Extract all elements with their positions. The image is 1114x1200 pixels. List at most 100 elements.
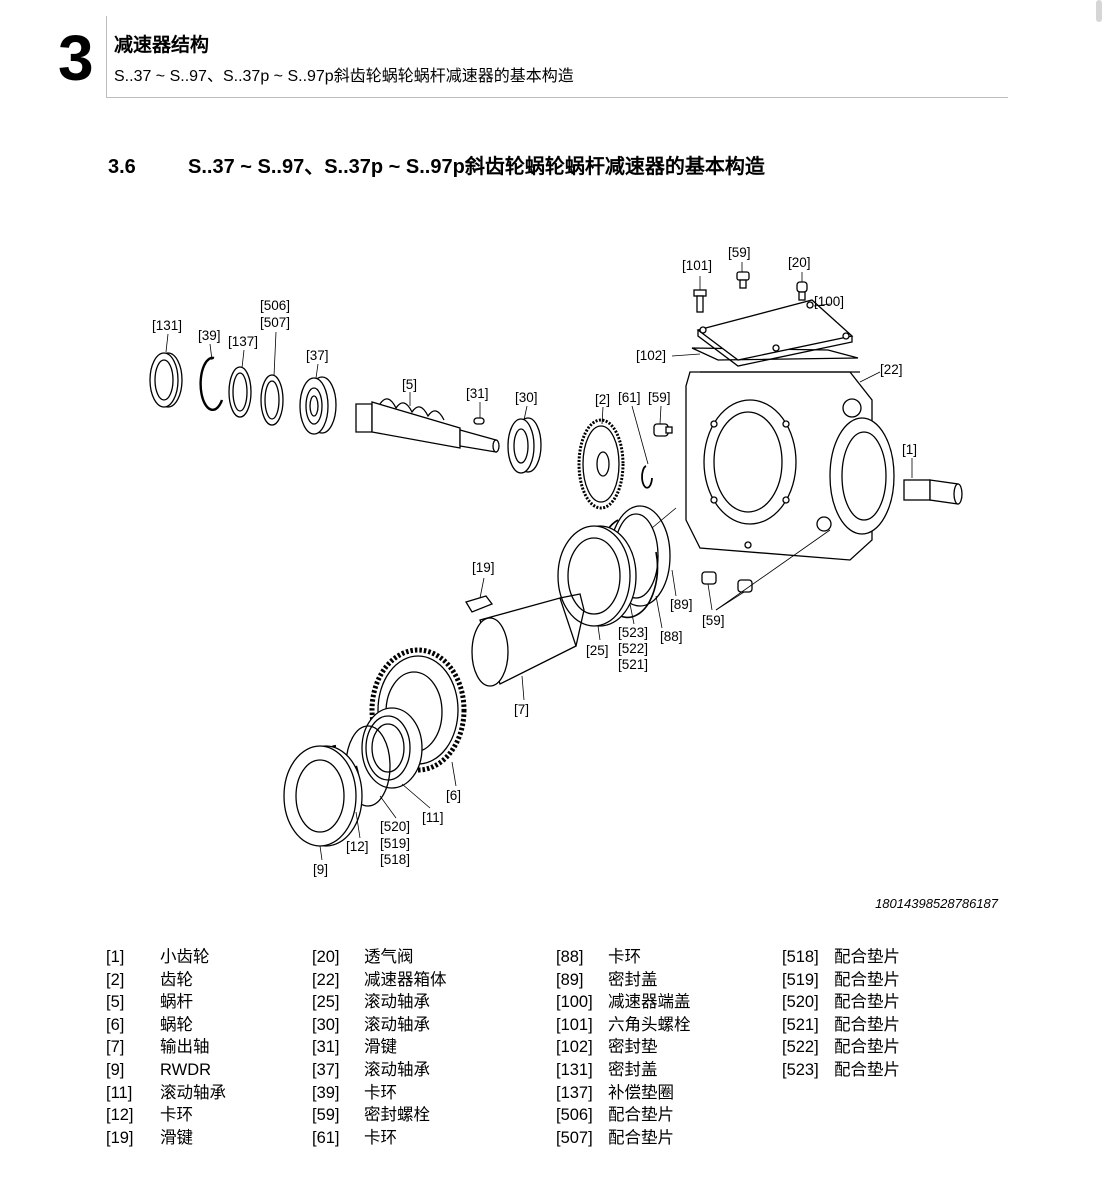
callout-7: [7] xyxy=(514,702,529,717)
callout-59-b: [59] xyxy=(728,245,751,260)
callout-506: [506] xyxy=(260,298,290,313)
legend-row: [137]补偿垫圈 xyxy=(556,1083,674,1102)
part-59-plug-c xyxy=(701,571,753,593)
legend-row: [100]减速器端盖 xyxy=(556,993,691,1012)
part-59-plug-b xyxy=(736,271,750,289)
part-2-gear xyxy=(577,418,625,510)
part-61-circlip xyxy=(641,465,653,489)
part-7-output-shaft xyxy=(471,593,585,687)
callout-12: [12] xyxy=(346,839,369,854)
legend-column-2: [20]透气阀 [22]减速器箱体 [25]滚动轴承 [30]滚动轴承 [31]… xyxy=(312,946,447,1149)
callout-521: [521] xyxy=(618,657,648,672)
callout-59-c: [59] xyxy=(702,613,725,628)
callout-31: [31] xyxy=(466,386,489,401)
callout-100: [100] xyxy=(814,294,844,309)
part-25-bearing xyxy=(557,525,637,627)
callout-523: [523] xyxy=(618,625,648,640)
callout-2: [2] xyxy=(595,392,610,407)
legend-row: [1]小齿轮 xyxy=(106,948,210,966)
legend-row: [22]减速器箱体 xyxy=(312,970,447,989)
legend-row: [12]卡环 xyxy=(106,1106,193,1125)
legend-column-4: [518]配合垫片 [519]配合垫片 [520]配合垫片 [521]配合垫片 … xyxy=(782,946,900,1082)
section-heading: 3.6 S..37 ~ S..97、S..37p ~ S..97p斜齿轮蜗轮蜗杆减… xyxy=(108,150,765,179)
legend-row: [507]配合垫片 xyxy=(556,1128,674,1147)
part-9-rwdr xyxy=(283,745,363,847)
part-131-seal-cover xyxy=(149,352,183,408)
legend-row: [9]RWDR xyxy=(106,1060,212,1079)
callout-19: [19] xyxy=(472,560,495,575)
part-30-bearing xyxy=(507,417,542,474)
legend-row: [25]滚动轴承 xyxy=(312,993,430,1012)
legend-row: [88]卡环 xyxy=(556,948,641,966)
legend-row: [523]配合垫片 xyxy=(782,1060,900,1079)
chapter-number: 3 xyxy=(58,22,94,94)
legend-column-3: [88]卡环 [89]密封盖 [100]减速器端盖 [101]六角头螺栓 [10… xyxy=(556,946,691,1149)
callout-61: [61] xyxy=(618,390,641,405)
legend-row: [102]密封垫 xyxy=(556,1038,658,1057)
part-100-cover xyxy=(696,299,854,367)
part-31-key xyxy=(473,417,485,425)
legend-row: [518]配合垫片 xyxy=(782,948,900,966)
part-22-housing xyxy=(685,371,895,561)
callout-37: [37] xyxy=(306,348,329,363)
chapter-title: 减速器结构 xyxy=(114,35,210,56)
callout-131: [131] xyxy=(152,318,182,333)
legend-row: [39]卡环 xyxy=(312,1083,397,1102)
callout-1: [1] xyxy=(902,442,917,457)
legend-row: [5]蜗杆 xyxy=(106,993,193,1012)
legend-column-1: [1]小齿轮 [2]齿轮 [5]蜗杆 [6]蜗轮 [7]输出轴 [9]RWDR … xyxy=(106,946,226,1149)
callout-25: [25] xyxy=(586,643,609,658)
figure-id: 18014398528786187 xyxy=(875,896,998,911)
legend-row: [2]齿轮 xyxy=(106,970,193,989)
header-divider-vertical xyxy=(106,16,107,98)
callout-39: [39] xyxy=(198,328,221,343)
section-number: 3.6 xyxy=(108,156,136,178)
part-5-worm xyxy=(355,398,500,453)
callout-137: [137] xyxy=(228,334,258,349)
legend-row: [37]滚动轴承 xyxy=(312,1060,430,1079)
part-11-bearing xyxy=(361,707,423,789)
legend-row: [89]密封盖 xyxy=(556,970,658,989)
part-39-circlip xyxy=(199,356,224,411)
part-1-pinion xyxy=(903,479,963,505)
part-137-washer xyxy=(228,366,252,418)
legend-row: [521]配合垫片 xyxy=(782,1015,900,1034)
legend-row: [61]卡环 xyxy=(312,1128,397,1147)
callout-101: [101] xyxy=(682,258,712,273)
legend-row: [31]滑键 xyxy=(312,1038,397,1057)
callout-9: [9] xyxy=(313,862,328,877)
legend-row: [7]输出轴 xyxy=(106,1038,210,1057)
callout-507: [507] xyxy=(260,315,290,330)
callout-102: [102] xyxy=(636,348,666,363)
part-37-bearing xyxy=(299,376,337,435)
legend-row: [519]配合垫片 xyxy=(782,970,900,989)
callout-518: [518] xyxy=(380,852,410,867)
callout-522: [522] xyxy=(618,641,648,656)
chapter-subtitle: S..37 ~ S..97、S..37p ~ S..97p斜齿轮蜗轮蜗杆减速器的… xyxy=(114,68,574,85)
callout-520: [520] xyxy=(380,819,410,834)
legend-row: [522]配合垫片 xyxy=(782,1038,900,1057)
callout-6: [6] xyxy=(446,788,461,803)
callout-88: [88] xyxy=(660,629,683,644)
callout-5: [5] xyxy=(402,377,417,392)
legend-row: [20]透气阀 xyxy=(312,948,414,966)
part-59-plug-a xyxy=(653,423,673,437)
part-19-key xyxy=(465,595,494,613)
legend-row: [101]六角头螺栓 xyxy=(556,1015,691,1034)
callout-11: [11] xyxy=(422,810,444,825)
callout-519: [519] xyxy=(380,836,410,851)
legend-row: [520]配合垫片 xyxy=(782,993,900,1012)
callout-30: [30] xyxy=(515,390,538,405)
scrollbar-thumb[interactable] xyxy=(1096,0,1102,22)
callout-20: [20] xyxy=(788,255,811,270)
part-20-breather xyxy=(796,281,808,301)
legend-row: [19]滑键 xyxy=(106,1128,193,1147)
legend-row: [506]配合垫片 xyxy=(556,1106,674,1125)
section-title: S..37 ~ S..97、S..37p ~ S..97p斜齿轮蜗轮蜗杆减速器的… xyxy=(188,156,765,178)
legend-row: [59]密封螺栓 xyxy=(312,1106,430,1125)
legend-row: [131]密封盖 xyxy=(556,1060,658,1079)
legend-row: [11]滚动轴承 xyxy=(106,1083,226,1102)
legend-row: [30]滚动轴承 xyxy=(312,1015,430,1034)
callout-89: [89] xyxy=(670,597,693,612)
callout-22: [22] xyxy=(880,362,903,377)
